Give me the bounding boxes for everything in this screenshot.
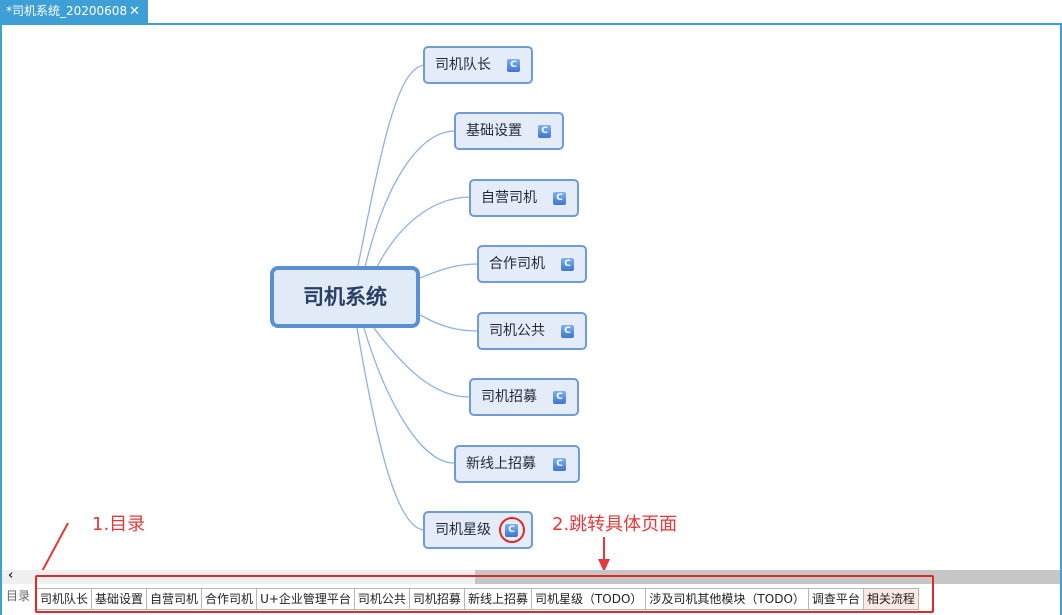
branch-node-label: 自营司机 [481, 190, 537, 206]
close-icon[interactable]: ✕ [129, 4, 140, 19]
branch-node-label: 新线上招募 [466, 456, 536, 472]
branch-node-basic-settings[interactable]: 基础设置 C [454, 112, 564, 150]
document-tab[interactable]: *司机系统_20200608 ✕ [0, 0, 148, 23]
connector-7 [363, 327, 455, 464]
branch-node-partner[interactable]: 合作司机 C [477, 245, 587, 283]
branch-node-label: 司机招募 [481, 389, 537, 405]
sheet-tab[interactable]: 相关流程 [862, 588, 919, 610]
scrollbar-thumb[interactable] [475, 570, 1060, 584]
highlight-circle [499, 517, 525, 543]
annotation-jump: 2.跳转具体页面 [552, 514, 678, 535]
c-link-icon[interactable]: C [553, 458, 566, 471]
branch-node-label: 司机公共 [489, 323, 545, 339]
sheet-tab[interactable]: 司机公共 [353, 588, 409, 610]
sheet-tab[interactable]: 涉及司机其他模块（TODO） [645, 588, 808, 610]
mindmap-connectors [356, 64, 479, 531]
branch-node-self-operated[interactable]: 自营司机 C [469, 179, 579, 217]
c-link-icon[interactable]: C [553, 391, 566, 404]
connector-8 [356, 327, 426, 531]
branch-node-online-recruit[interactable]: 新线上招募 C [454, 445, 580, 483]
scroll-left-icon[interactable]: ‹ [8, 568, 14, 583]
connector-4 [419, 263, 479, 279]
branch-node-label: 司机队长 [435, 57, 491, 73]
branch-node-recruit[interactable]: 司机招募 C [469, 378, 579, 416]
connector-1 [356, 64, 426, 272]
c-link-icon[interactable]: C [561, 325, 574, 338]
connector-5 [419, 314, 479, 332]
sheet-tab[interactable]: 基础设置 [91, 588, 147, 610]
horizontal-scrollbar[interactable]: ‹ [2, 568, 1060, 584]
annotation-toc: 1.目录 [92, 514, 146, 535]
c-link-icon[interactable]: C [553, 192, 566, 205]
branch-node-captain[interactable]: 司机队长 C [423, 46, 533, 84]
connector-2 [363, 130, 455, 272]
sheet-tab[interactable]: 司机星级（TODO） [530, 588, 646, 610]
sheet-tabs: 司机队长 基础设置 自营司机 合作司机 U+企业管理平台 司机公共 司机招募 新… [36, 588, 919, 610]
toc-label[interactable]: 目录 [6, 589, 31, 603]
connector-3 [373, 196, 470, 274]
c-link-icon[interactable]: C [507, 59, 520, 72]
sheet-tab[interactable]: U+企业管理平台 [256, 588, 354, 610]
branch-node-label: 基础设置 [466, 123, 522, 139]
sheet-tab[interactable]: 新线上招募 [463, 588, 531, 610]
document-tab-strip: *司机系统_20200608 ✕ [0, 0, 1062, 23]
sheet-tab[interactable]: 调查平台 [807, 588, 863, 610]
highlight-box [35, 575, 934, 613]
branch-node-label: 合作司机 [489, 256, 545, 272]
arrow-jump-head [598, 559, 610, 572]
connector-6 [373, 327, 470, 398]
branch-node-common[interactable]: 司机公共 C [477, 312, 587, 350]
sheet-tab[interactable]: 自营司机 [146, 588, 202, 610]
mindmap-root-node[interactable]: 司机系统 [270, 266, 420, 328]
editor-frame [0, 23, 1062, 615]
c-link-icon[interactable]: C [538, 125, 551, 138]
sheet-tab[interactable]: 司机招募 [408, 588, 464, 610]
branch-node-label: 司机星级 [435, 522, 491, 538]
document-tab-title: *司机系统_20200608 [6, 4, 128, 18]
sheet-tab[interactable]: 司机队长 [36, 588, 92, 610]
sheet-tab[interactable]: 合作司机 [201, 588, 257, 610]
c-link-icon[interactable]: C [561, 258, 574, 271]
